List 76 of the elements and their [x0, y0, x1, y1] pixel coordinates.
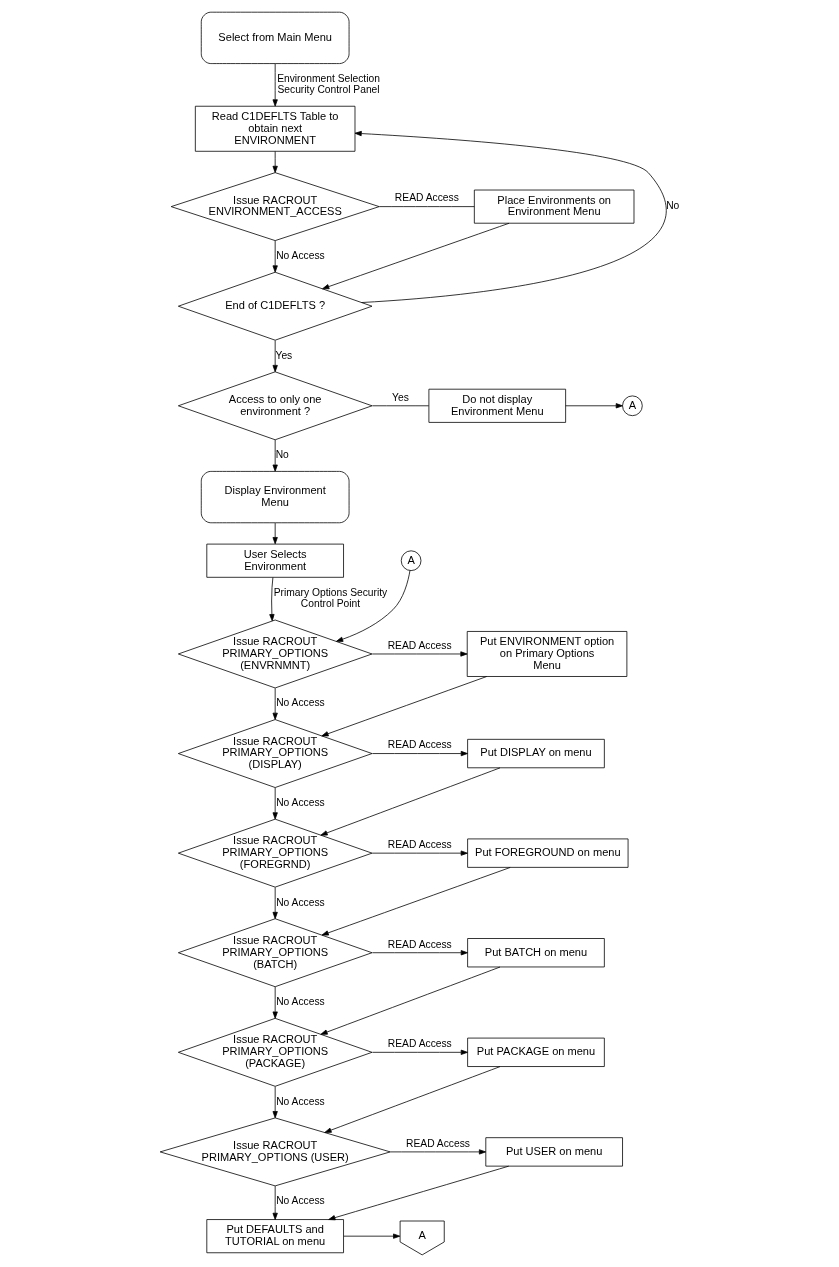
node-box: Put FOREGROUND on menu: [466, 838, 628, 868]
node-circle: A: [621, 395, 643, 417]
arrow: [342, 1233, 400, 1239]
node-box: Select from Main Menu: [200, 11, 349, 64]
arrow: [371, 850, 468, 856]
arrow: [272, 63, 278, 107]
node-diamond: Access to only one environment ?: [177, 371, 372, 441]
arrow: [321, 222, 509, 290]
node-box: Put ENVIRONMENT option on Primary Options Menu: [466, 631, 627, 677]
edge-label: No Access: [275, 1095, 325, 1107]
edge-label: READ Access: [387, 1038, 452, 1050]
edge-label: READ Access: [387, 739, 452, 751]
edge-label: Yes: [274, 349, 292, 361]
node-diamond: Issue RACROUT PRIMARY_OPTIONS (FOREGRND): [177, 818, 372, 888]
arrow: [371, 950, 468, 956]
arrow: [320, 676, 487, 737]
node-circle: A: [400, 550, 421, 571]
node-box: Put USER on menu: [484, 1137, 623, 1167]
arrow: [335, 570, 410, 642]
arrow: [319, 966, 500, 1035]
edge-label: No Access: [275, 697, 325, 709]
node-box: Put BATCH on menu: [466, 938, 605, 968]
edge-label: Primary Options Security Control Point: [273, 586, 387, 609]
edge-label: No Access: [275, 1195, 325, 1207]
arrow: [272, 687, 278, 720]
arrow: [272, 439, 278, 472]
edge-label: READ Access: [405, 1137, 470, 1149]
node-box: Put DISPLAY on menu: [466, 738, 605, 769]
edge-label: No: [275, 449, 289, 461]
arrow: [268, 577, 274, 622]
arrow: [272, 986, 278, 1019]
connector: [371, 405, 429, 407]
edge-label: No Access: [275, 797, 325, 809]
node-diamond: Issue RACROUT PRIMARY_OPTIONS (ENVRNMNT): [177, 619, 372, 689]
arrow: [371, 750, 468, 757]
edge-label: READ Access: [387, 639, 452, 651]
edge-label: Yes: [391, 391, 409, 403]
edge-label: No Access: [275, 896, 325, 908]
arrow: [389, 1149, 486, 1155]
arrow: [319, 767, 500, 836]
edge-label: READ Access: [394, 192, 459, 204]
node-box: Place Environments on Environment Menu: [473, 189, 634, 224]
node-diamond: End of C1DEFLTS ?: [177, 271, 372, 341]
arrow: [354, 130, 666, 303]
edge-label: No: [665, 200, 679, 212]
arrow: [327, 1165, 509, 1221]
node-box: Put PACKAGE on menu: [466, 1037, 605, 1067]
node-box: User Selects Environment: [205, 543, 344, 578]
node-diamond: Issue RACROUT PRIMARY_OPTIONS (DISPLAY): [177, 719, 372, 788]
edge-label: No Access: [275, 996, 325, 1008]
arrow: [272, 787, 278, 820]
arrow: [371, 1049, 468, 1055]
arrow: [321, 867, 511, 936]
arrow: [272, 1086, 278, 1119]
arrow: [564, 403, 623, 409]
edge-label: READ Access: [387, 938, 452, 950]
arrow: [272, 151, 278, 173]
arrow: [272, 240, 278, 273]
node-diamond: Issue RACROUT PRIMARY_OPTIONS (USER): [159, 1117, 391, 1187]
arrow: [272, 887, 278, 920]
node-box: Put DEFAULTS and TUTORIAL on menu: [205, 1219, 344, 1254]
arrow: [323, 1066, 500, 1133]
node-diamond: Issue RACROUT ENVIRONMENT_ACCESS: [170, 172, 380, 241]
edge-label: READ Access: [387, 838, 452, 850]
arrow: [272, 340, 278, 373]
node-box: Display Environment Menu: [200, 471, 349, 524]
edge-label: Environment Selection Security Control Panel: [276, 73, 380, 96]
arrow: [272, 1185, 278, 1220]
edge-label: No Access: [275, 250, 325, 262]
node-box: Do not display Environment Menu: [428, 388, 566, 423]
node-box: Read C1DEFLTS Table to obtain next ENVIRONMENT: [194, 105, 355, 152]
node-diamond: Issue RACROUT PRIMARY_OPTIONS (BATCH): [177, 918, 372, 988]
arrow: [272, 522, 278, 545]
node-diamond: Issue RACROUT PRIMARY_OPTIONS (PACKAGE): [177, 1017, 372, 1087]
arrow: [371, 651, 467, 657]
connector: [378, 206, 475, 207]
